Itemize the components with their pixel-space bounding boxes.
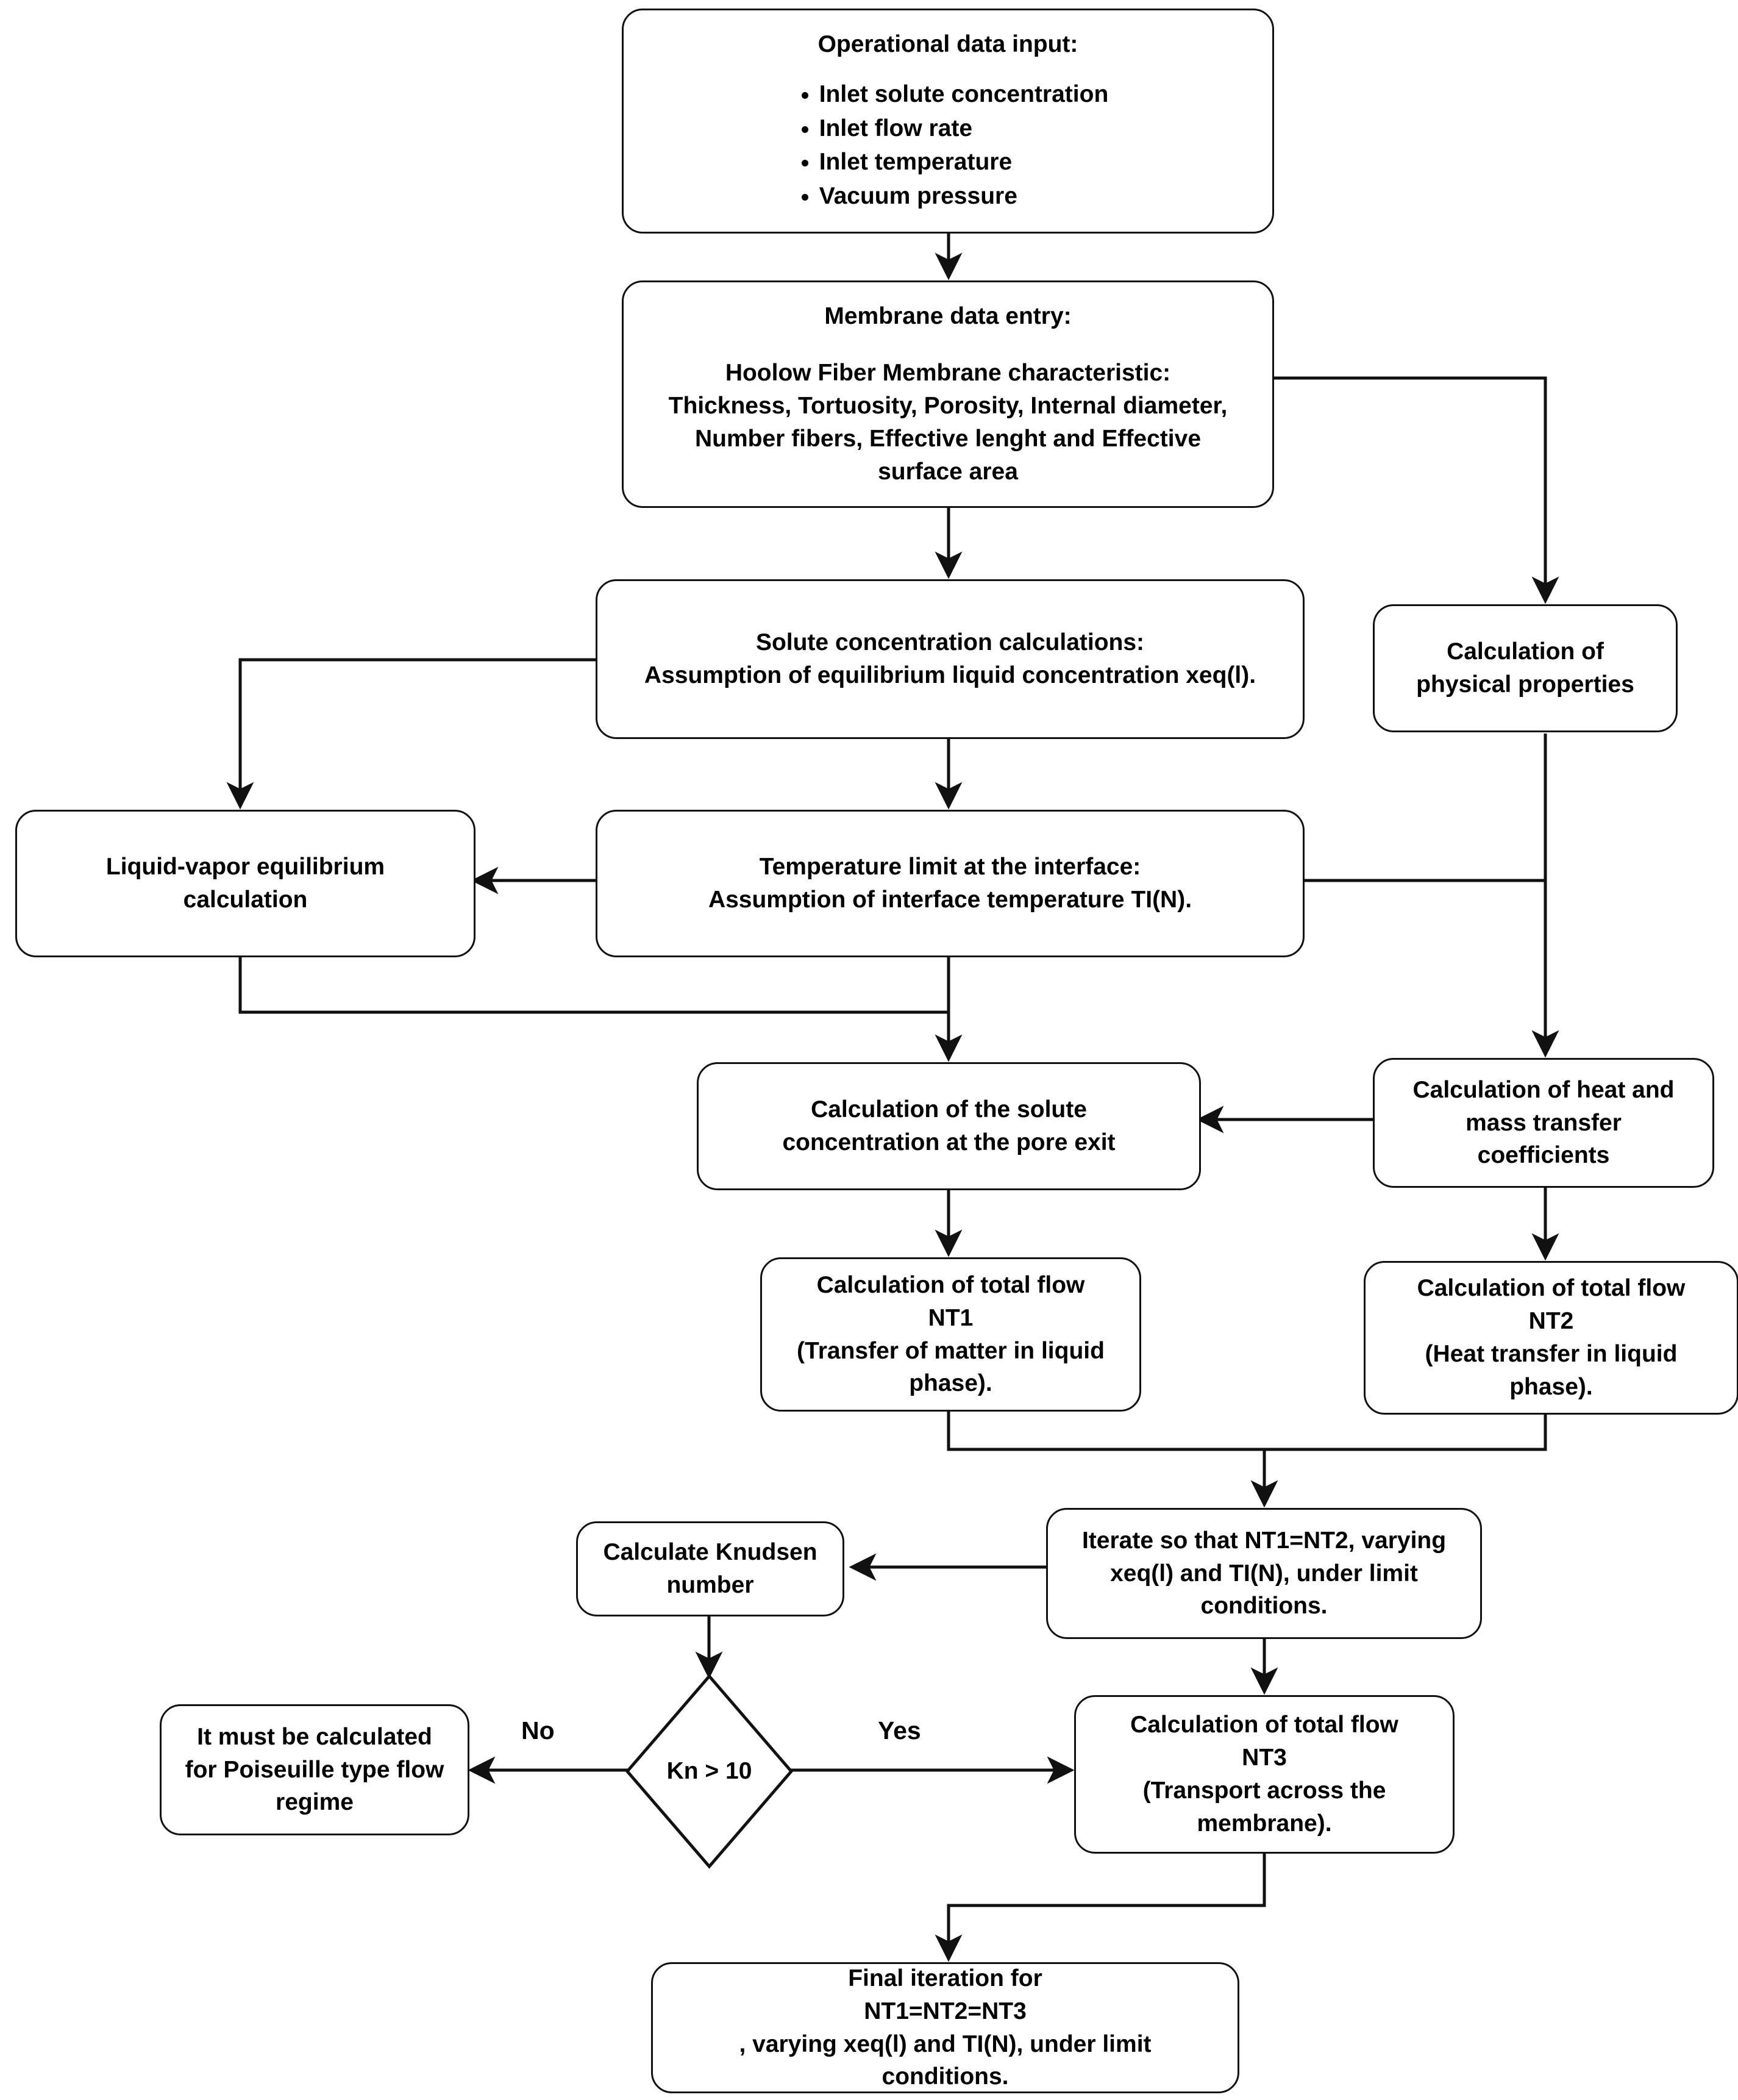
- final-iteration-line4: conditions.: [881, 2063, 1009, 2090]
- coefficients-line3: coefficients: [1477, 1142, 1610, 1169]
- final-iteration-line1: Final iteration for: [848, 1965, 1042, 1991]
- node-solute-concentration-calculations[interactable]: Solute concentration calculations: Assum…: [596, 579, 1305, 739]
- node-heat-mass-transfer-coefficients[interactable]: Calculation of heat and mass transfer co…: [1373, 1058, 1714, 1188]
- nt3-line4: membrane).: [1197, 1810, 1332, 1837]
- operational-input-heading: Operational data input:: [817, 30, 1078, 57]
- diamond-shape: [625, 1674, 794, 1869]
- edge-membrane-to-physical: [1274, 376, 1559, 604]
- nt3-line1: Calculation of total flow: [1130, 1712, 1398, 1738]
- node-calculate-knudsen-number[interactable]: Calculate Knudsen number: [576, 1521, 844, 1616]
- nt1-line2: NT1: [928, 1304, 974, 1331]
- temperature-limit-line1: Temperature limit at the interface:: [759, 854, 1141, 880]
- knudsen-line2: number: [666, 1572, 754, 1598]
- coefficients-line2: mass transfer: [1466, 1109, 1622, 1136]
- physical-properties-line2: physical properties: [1416, 671, 1634, 698]
- nt2-line2: NT2: [1528, 1308, 1574, 1335]
- final-iteration-line3: , varying xeq(l) and TI(N), under limit: [739, 2030, 1152, 2057]
- edge-solute-to-liquidvapor: [226, 658, 596, 810]
- pore-exit-line2: concentration at the pore exit: [782, 1129, 1116, 1155]
- edge-nt1-merge: [947, 1412, 1264, 1451]
- iterate-line2: xeq(l) and TI(N), under limit: [1110, 1560, 1418, 1587]
- list-item: Inlet temperature: [819, 146, 1109, 179]
- nt3-line3: (Transport across the: [1142, 1777, 1386, 1804]
- node-temperature-limit-interface[interactable]: Temperature limit at the interface: Assu…: [596, 810, 1305, 957]
- list-item: Vacuum pressure: [819, 180, 1109, 213]
- list-item: Inlet solute concentration: [819, 78, 1109, 111]
- temperature-limit-line2: Assumption of interface temperature TI(N…: [708, 887, 1192, 913]
- edge-nt2-merge: [1264, 1415, 1547, 1451]
- nt1-line1: Calculation of total flow: [816, 1271, 1085, 1298]
- node-total-flow-nt1[interactable]: Calculation of total flow NT1 (Transfer …: [760, 1257, 1141, 1412]
- node-total-flow-nt3[interactable]: Calculation of total flow NT3 (Transport…: [1074, 1695, 1455, 1854]
- coefficients-line1: Calculation of heat and: [1412, 1076, 1675, 1103]
- nt3-line2: NT3: [1242, 1745, 1287, 1771]
- membrane-entry-line5: surface area: [878, 458, 1018, 485]
- operational-input-bullets: Inlet solute concentration Inlet flow ra…: [788, 77, 1109, 214]
- liquid-vapor-line1: Liquid-vapor equilibrium: [105, 854, 385, 880]
- poiseuille-line1: It must be calculated: [197, 1723, 432, 1750]
- pore-exit-line1: Calculation of the solute: [811, 1096, 1087, 1123]
- node-decision-knudsen[interactable]: Kn > 10: [625, 1674, 794, 1869]
- nt2-line4: phase).: [1509, 1373, 1593, 1400]
- liquid-vapor-line2: calculation: [183, 887, 308, 913]
- solute-concentration-line2: Assumption of equilibrium liquid concent…: [644, 662, 1256, 688]
- node-poiseuille-flow-regime[interactable]: It must be calculated for Poiseuille typ…: [160, 1704, 469, 1835]
- edge-label-yes: Yes: [878, 1716, 921, 1745]
- node-liquid-vapor-equilibrium-calculation[interactable]: Liquid-vapor equilibrium calculation: [15, 810, 475, 957]
- knudsen-line1: Calculate Knudsen: [603, 1539, 817, 1566]
- nt2-line3: (Heat transfer in liquid: [1425, 1341, 1678, 1367]
- poiseuille-line3: regime: [276, 1789, 354, 1816]
- membrane-entry-line2: Hoolow Fiber Membrane characteristic:: [725, 360, 1171, 387]
- membrane-entry-line3: Thickness, Tortuosity, Porosity, Interna…: [668, 393, 1228, 420]
- nt1-line4: phase).: [909, 1370, 992, 1397]
- node-operational-data-input[interactable]: Operational data input: Inlet solute con…: [622, 9, 1274, 234]
- node-total-flow-nt2[interactable]: Calculation of total flow NT2 (Heat tran…: [1364, 1261, 1738, 1415]
- edge-liquidvapor-to-poreexit: [238, 957, 963, 1062]
- iterate-line3: conditions.: [1200, 1593, 1328, 1620]
- membrane-entry-line4: Number fibers, Effective lenght and Effe…: [694, 425, 1202, 452]
- nt1-line3: (Transfer of matter in liquid: [797, 1337, 1105, 1364]
- list-item: Inlet flow rate: [819, 112, 1109, 145]
- physical-properties-line1: Calculation of: [1447, 638, 1604, 665]
- solute-concentration-line1: Solute concentration calculations:: [755, 629, 1145, 656]
- iterate-line1: Iterate so that NT1=NT2, varying: [1081, 1527, 1447, 1554]
- node-calculation-physical-properties[interactable]: Calculation of physical properties: [1373, 604, 1678, 732]
- edge-label-no: No: [521, 1716, 555, 1745]
- membrane-entry-line1: Membrane data entry:: [824, 303, 1072, 330]
- poiseuille-line2: for Poiseuille type flow: [185, 1756, 444, 1783]
- edge-nt3-to-final: [935, 1854, 1266, 1962]
- final-iteration-line2: NT1=NT2=NT3: [864, 1998, 1027, 2024]
- node-membrane-data-entry[interactable]: Membrane data entry: Hoolow Fiber Membra…: [622, 280, 1274, 508]
- nt2-line1: Calculation of total flow: [1417, 1275, 1686, 1302]
- node-final-iteration[interactable]: Final iteration for NT1=NT2=NT3 , varyin…: [651, 1962, 1239, 2093]
- node-iterate-nt1-nt2[interactable]: Iterate so that NT1=NT2, varying xeq(l) …: [1046, 1508, 1482, 1639]
- node-solute-concentration-pore-exit[interactable]: Calculation of the solute concentration …: [697, 1062, 1201, 1190]
